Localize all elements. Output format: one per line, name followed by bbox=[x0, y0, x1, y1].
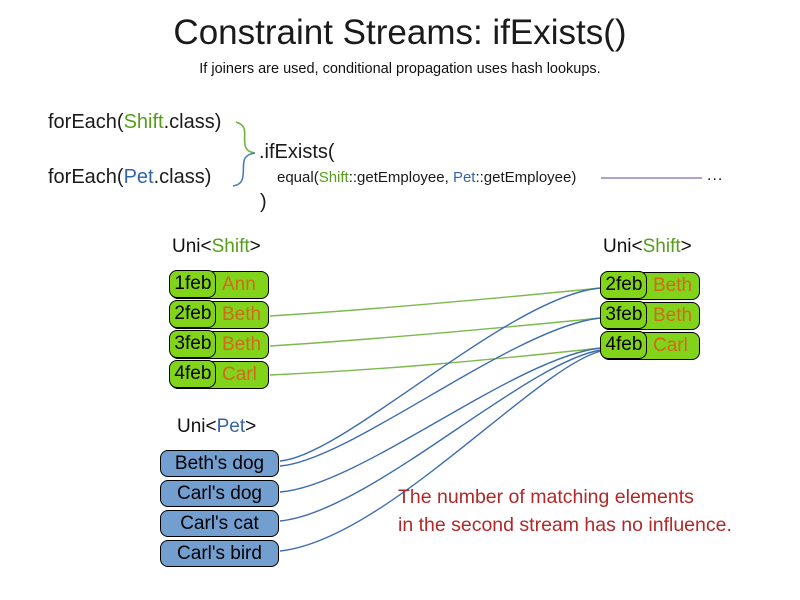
name-cell: Carl bbox=[222, 364, 257, 385]
label-text: > bbox=[680, 236, 692, 257]
code-text: ::getEmployee) bbox=[475, 169, 577, 186]
name-cell: Beth bbox=[653, 305, 693, 326]
label-text: > bbox=[245, 416, 257, 437]
pet-method-ref: Pet bbox=[452, 169, 476, 186]
name-cell: Beth bbox=[222, 334, 262, 355]
label-text: Uni< bbox=[603, 236, 643, 257]
pet-class-token: Pet bbox=[123, 166, 154, 188]
label-type: Pet bbox=[216, 416, 246, 437]
brace-top-green bbox=[235, 121, 256, 154]
pet-row-carls-cat: Carl's cat bbox=[160, 510, 279, 537]
date-cell: 2feb bbox=[600, 271, 648, 300]
label-type: Shift bbox=[642, 236, 681, 257]
connection-green-2feb bbox=[269, 287, 602, 317]
right-shift-row-4feb: 4feb Carl bbox=[600, 331, 700, 360]
left-shift-row-1feb: 1feb Ann bbox=[169, 270, 269, 299]
date-cell: 3feb bbox=[169, 330, 217, 359]
date-cell: 1feb bbox=[169, 270, 217, 299]
left-stream-label: Uni<Shift> bbox=[172, 236, 261, 258]
right-shift-row-2feb: 2feb Beth bbox=[600, 271, 700, 300]
code-text: forEach( bbox=[48, 111, 124, 133]
label-text: Uni< bbox=[177, 416, 217, 437]
name-cell: Beth bbox=[653, 275, 693, 296]
date-cell: 4feb bbox=[169, 360, 217, 389]
date-cell: 4feb bbox=[600, 331, 648, 360]
connection-blue-carlsbird-4feb bbox=[279, 350, 602, 552]
left-shift-row-2feb: 2feb Beth bbox=[169, 300, 269, 329]
name-cell: Beth bbox=[222, 304, 262, 325]
label-text: > bbox=[249, 236, 261, 257]
code-text: forEach( bbox=[48, 166, 124, 188]
pet-row-carls-dog: Carl's dog bbox=[160, 480, 279, 507]
connection-blue-carlscat-4feb bbox=[279, 349, 602, 522]
connection-blue-bethsdog-3feb bbox=[279, 317, 602, 467]
connection-blue-bethsdog-2feb bbox=[279, 287, 602, 462]
code-joiner-equal: equal(Shift::getEmployee, Pet::getEmploy… bbox=[277, 169, 576, 186]
code-close-paren: ) bbox=[260, 191, 267, 213]
note-line-1: The number of matching elements bbox=[398, 486, 694, 508]
continuation-ellipsis: ... bbox=[707, 167, 724, 184]
code-foreach-shift: forEach(Shift.class) bbox=[48, 111, 221, 134]
left-shift-row-3feb: 3feb Beth bbox=[169, 330, 269, 359]
date-cell: 3feb bbox=[600, 301, 648, 330]
name-cell: Carl bbox=[653, 335, 688, 356]
code-text: .class) bbox=[163, 111, 222, 133]
right-shift-row-3feb: 3feb Beth bbox=[600, 301, 700, 330]
pet-stream-label: Uni<Pet> bbox=[177, 416, 256, 438]
code-text: ::getEmployee, bbox=[348, 169, 453, 186]
label-type: Shift bbox=[211, 236, 250, 257]
date-cell: 2feb bbox=[169, 300, 217, 329]
code-ifexists: .ifExists( bbox=[259, 141, 335, 163]
connection-green-3feb bbox=[269, 317, 602, 347]
page-subtitle: If joiners are used, conditional propaga… bbox=[199, 61, 601, 77]
name-cell: Ann bbox=[222, 274, 256, 295]
connection-green-4feb bbox=[269, 347, 602, 376]
shift-method-ref: Shift bbox=[318, 169, 349, 186]
brace-bottom-blue bbox=[232, 152, 256, 187]
label-text: Uni< bbox=[172, 236, 212, 257]
right-stream-label: Uni<Shift> bbox=[603, 236, 692, 258]
left-shift-row-4feb: 4feb Carl bbox=[169, 360, 269, 389]
note-text: The number of matching elements in the se… bbox=[398, 483, 732, 539]
code-text: equal( bbox=[277, 169, 319, 186]
pet-row-carls-bird: Carl's bird bbox=[160, 540, 279, 567]
connection-blue-carlsdog-4feb bbox=[279, 347, 602, 493]
code-foreach-pet: forEach(Pet.class) bbox=[48, 166, 211, 189]
shift-class-token: Shift bbox=[123, 111, 164, 133]
pet-row-beths-dog: Beth's dog bbox=[160, 450, 279, 477]
code-text: .class) bbox=[153, 166, 212, 188]
page-title: Constraint Streams: ifExists() bbox=[173, 13, 627, 52]
note-line-2: in the second stream has no influence. bbox=[398, 514, 732, 536]
